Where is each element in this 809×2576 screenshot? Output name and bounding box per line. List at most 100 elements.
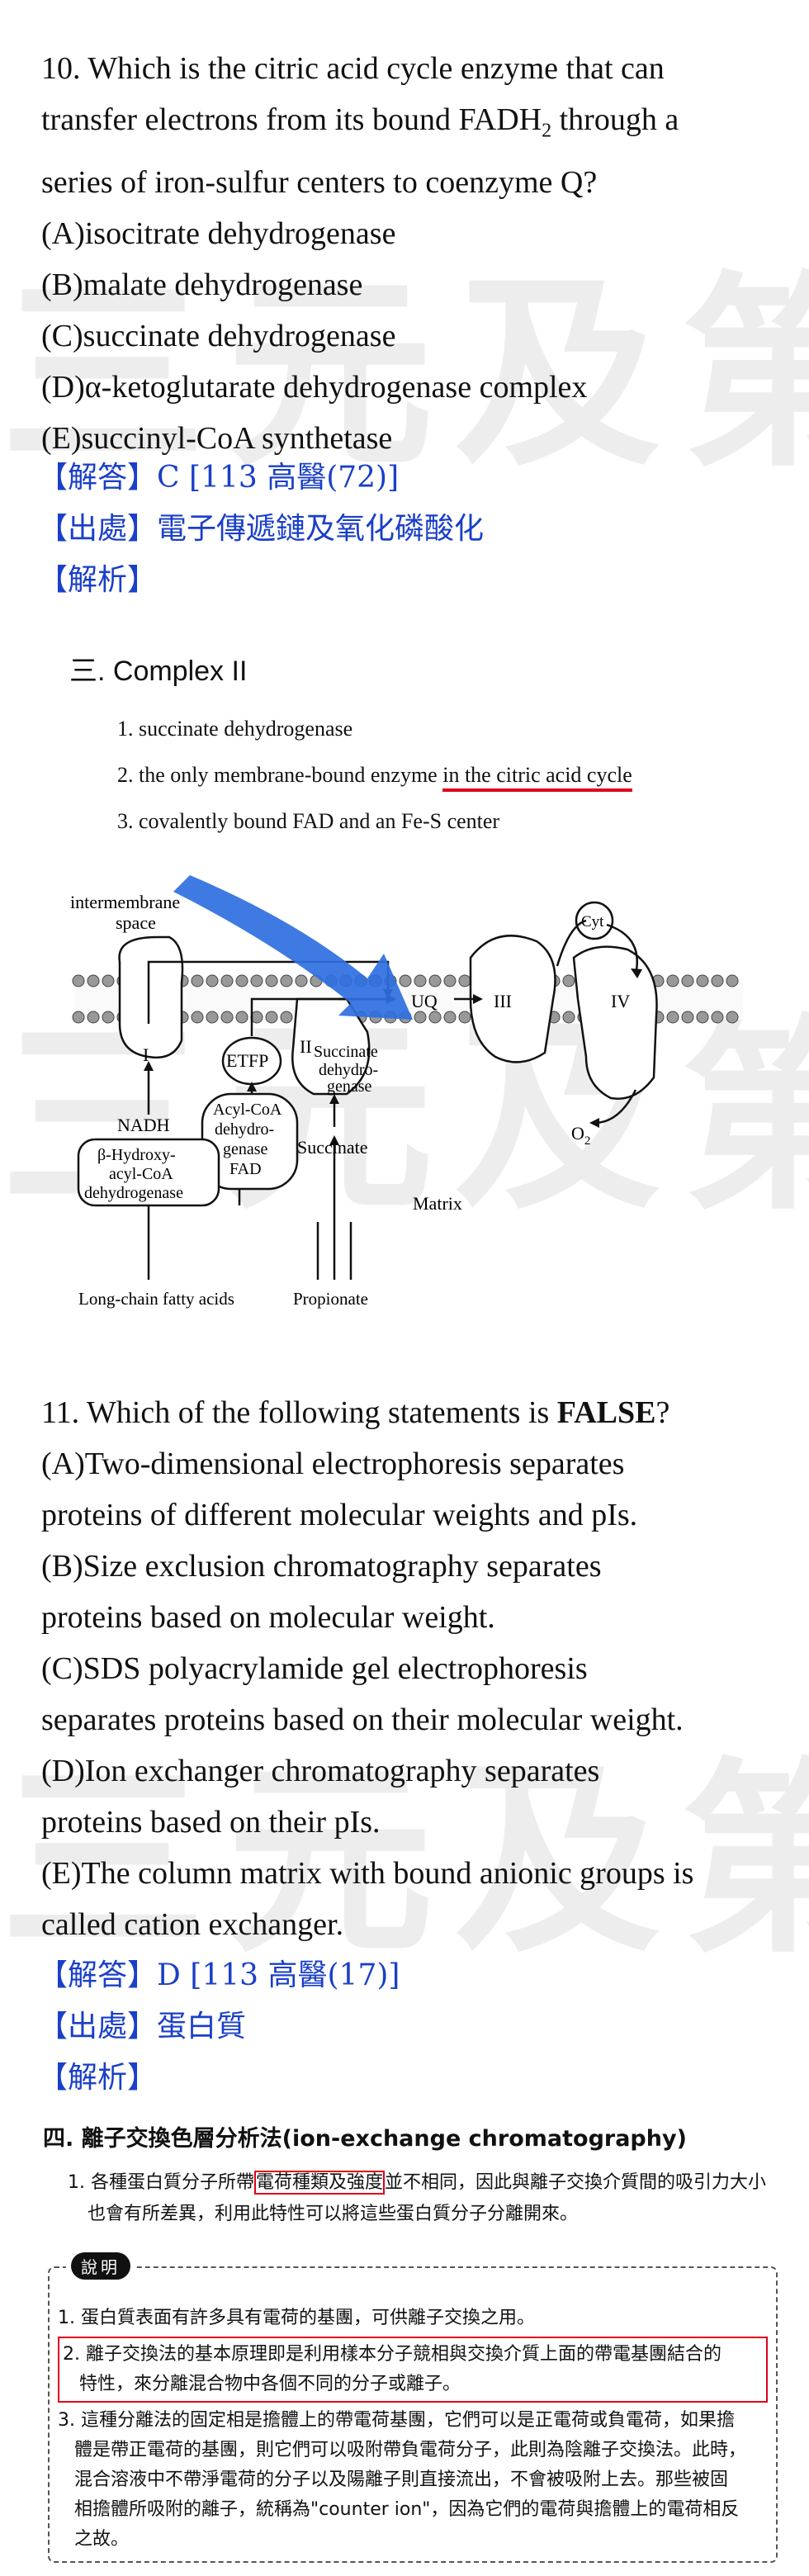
- explanation-label: 說明: [66, 2252, 135, 2280]
- watermark-upper: 三元及第: [0, 254, 809, 495]
- propionate-label: Propionate: [293, 1289, 368, 1309]
- beta-label-1: β-Hydroxy-: [97, 1146, 176, 1164]
- acyl-label-2: dehydro-: [215, 1120, 274, 1139]
- complex-iii-label: III: [494, 991, 512, 1011]
- q11-line-5: proteins based on molecular weight.: [41, 1600, 495, 1635]
- lipid-head-top: [295, 974, 308, 987]
- lipid-head-top: [206, 974, 219, 987]
- question-11: 11. Which of the following statements is…: [41, 1387, 768, 1950]
- electron-transport-diagram: I ETFP II Succinate dehydro- genase UQ I…: [70, 875, 743, 1309]
- lipid-head-bottom: [206, 1011, 219, 1024]
- explanation-notes: 1. 蛋白質表面有許多具有電荷的基團，可供離子交換之用。 2. 離子交換法的基本…: [58, 2304, 768, 2555]
- q11-line-11: called cation exchanger.: [41, 1907, 344, 1942]
- matrix-label: Matrix: [413, 1193, 462, 1214]
- lipid-head-top: [72, 974, 85, 987]
- q11-line-8: (D)Ion exchanger chromatography separate…: [41, 1754, 600, 1788]
- q11-analysis: 【解析】: [38, 2061, 158, 2095]
- nadh-label: NADH: [117, 1115, 170, 1135]
- lipid-head-bottom: [72, 1011, 85, 1024]
- lipid-head-bottom: [102, 1011, 115, 1024]
- acyl-label-1: Acyl-CoA: [213, 1101, 282, 1119]
- lipid-head-top: [443, 974, 457, 987]
- succinate-dh-label-2: dehydro-: [319, 1061, 378, 1079]
- lipid-head-bottom: [220, 1011, 234, 1024]
- q10-source: 【出處】電子傳遞鏈及氧化磷酸化: [38, 512, 485, 546]
- lipid-head-bottom: [235, 1011, 248, 1024]
- q10-option-c: (C)succinate dehydrogenase: [41, 318, 396, 353]
- lipid-head-bottom: [562, 1011, 575, 1024]
- lipid-head-bottom: [414, 1011, 427, 1024]
- lipid-head-bottom: [428, 1011, 442, 1024]
- lipid-head-top: [458, 974, 471, 987]
- cyt-shape: [575, 901, 614, 940]
- q11-line-9: proteins based on their pIs.: [41, 1805, 381, 1840]
- lipid-head-top: [414, 974, 427, 987]
- lipid-head-top: [87, 974, 100, 987]
- o2-label: O2: [571, 1123, 590, 1148]
- lipid-head-bottom: [726, 1011, 739, 1024]
- complex-iv-label: IV: [611, 991, 630, 1011]
- complex-i-shape: [118, 935, 184, 1059]
- intermembrane-label: intermembrane: [70, 892, 180, 912]
- acyl-label-3: genase: [223, 1140, 268, 1158]
- lipid-head-bottom: [696, 1011, 709, 1024]
- beta-hydroxyacyl-box: [77, 1138, 220, 1207]
- lipid-head-top: [428, 974, 442, 987]
- ionex-title: 四. 離子交換色層分析法(ion-exchange chromatography…: [43, 2126, 687, 2152]
- lipid-head-top: [726, 974, 739, 987]
- lipid-head-top: [562, 974, 575, 987]
- q10-line-3: series of iron-sulfur centers to coenzym…: [41, 164, 598, 200]
- watermark-lower: 三元及第: [0, 1740, 809, 1981]
- note-2-highlight: 2. 離子交換法的基本原理即是利用樣本分子競相與交換介質上面的帶電基團結合的 特…: [58, 2337, 768, 2403]
- highlight-blue-arrow: [173, 875, 413, 1020]
- q11-answer-block: 【解答】D [113 高醫(17)] 【出處】蛋白質 【解析】: [38, 1950, 764, 2104]
- lipid-head-top: [220, 974, 234, 987]
- q11-line-3: proteins of different molecular weights …: [41, 1498, 638, 1532]
- q10-option-b: (B)malate dehydrogenase: [41, 267, 363, 302]
- note-1: 1. 蛋白質表面有許多具有電荷的基團，可供離子交換之用。: [58, 2308, 535, 2328]
- explanation-box: [48, 2266, 778, 2563]
- q11-line-7: separates proteins based on their molecu…: [41, 1702, 684, 1737]
- q11-answer: 【解答】D [113 高醫(17)]: [38, 1958, 400, 1992]
- q11-line-1: 11. Which of the following statements is…: [41, 1395, 670, 1430]
- lipid-head-top: [235, 974, 248, 987]
- q10-option-e: (E)succinyl-CoA synthetase: [41, 420, 393, 456]
- highlight-citric-acid-cycle: in the citric acid cycle: [442, 763, 632, 792]
- lipid-head-bottom: [458, 1011, 471, 1024]
- q10-answer-block: 【解答】C [113 高醫(72)] 【出處】電子傳遞鏈及氧化磷酸化 【解析】: [38, 452, 764, 606]
- ionex-point-1: 1. 各種蛋白質分子所帶電荷種類及強度並不相同，因此與離子交換介質間的吸引力大小…: [68, 2171, 767, 2224]
- succinate-label: Succinate: [297, 1137, 368, 1158]
- complex2-item-1: 1. succinate dehydrogenase: [117, 717, 353, 741]
- lipid-head-top: [681, 974, 694, 987]
- complex-ii-label: II: [300, 1036, 312, 1057]
- lipid-head-top: [191, 974, 204, 987]
- lipid-head-bottom: [443, 1011, 457, 1024]
- q11-line-10: (E)The column matrix with bound anionic …: [41, 1856, 694, 1891]
- q11-line-2: (A)Two-dimensional electrophoresis separ…: [41, 1447, 625, 1481]
- beta-label-3: dehydrogenase: [84, 1184, 183, 1202]
- space-label: space: [116, 912, 156, 933]
- complex-iii-shape: [469, 935, 556, 1063]
- q10-option-a: (A)isocitrate dehydrogenase: [41, 215, 396, 251]
- uq-label: UQ: [411, 991, 438, 1011]
- complex-ii-shape: [291, 997, 371, 1096]
- lipid-head-bottom: [191, 1011, 204, 1024]
- q11-line-4: (B)Size exclusion chromatography separat…: [41, 1549, 602, 1584]
- question-10: 10. Which is the citric acid cycle enzym…: [41, 43, 768, 464]
- q10-line-1: 10. Which is the citric acid cycle enzym…: [41, 51, 665, 86]
- q11-source: 【出處】蛋白質: [38, 2010, 247, 2043]
- lipid-head-bottom: [681, 1011, 694, 1024]
- note-3: 3. 這種分離法的固定相是擔體上的帶電荷基團，它們可以是正電荷或負電荷，如果擔: [58, 2410, 735, 2431]
- succinate-dh-label-3: genase: [327, 1077, 372, 1096]
- lipid-head-top: [696, 974, 709, 987]
- beta-label-2: acyl-CoA: [109, 1165, 173, 1183]
- lipid-head-top: [102, 974, 115, 987]
- complex2-item-3: 3. covalently bound FAD and an Fe-S cent…: [117, 809, 500, 833]
- lipid-head-bottom: [87, 1011, 100, 1024]
- lipid-head-top: [399, 974, 412, 987]
- acyl-label-4: FAD: [229, 1160, 262, 1178]
- lipid-head-top: [265, 974, 278, 987]
- complex-i-label: I: [143, 1044, 149, 1065]
- lcfa-label: Long-chain fatty acids: [78, 1289, 234, 1309]
- lipid-head-bottom: [265, 1011, 278, 1024]
